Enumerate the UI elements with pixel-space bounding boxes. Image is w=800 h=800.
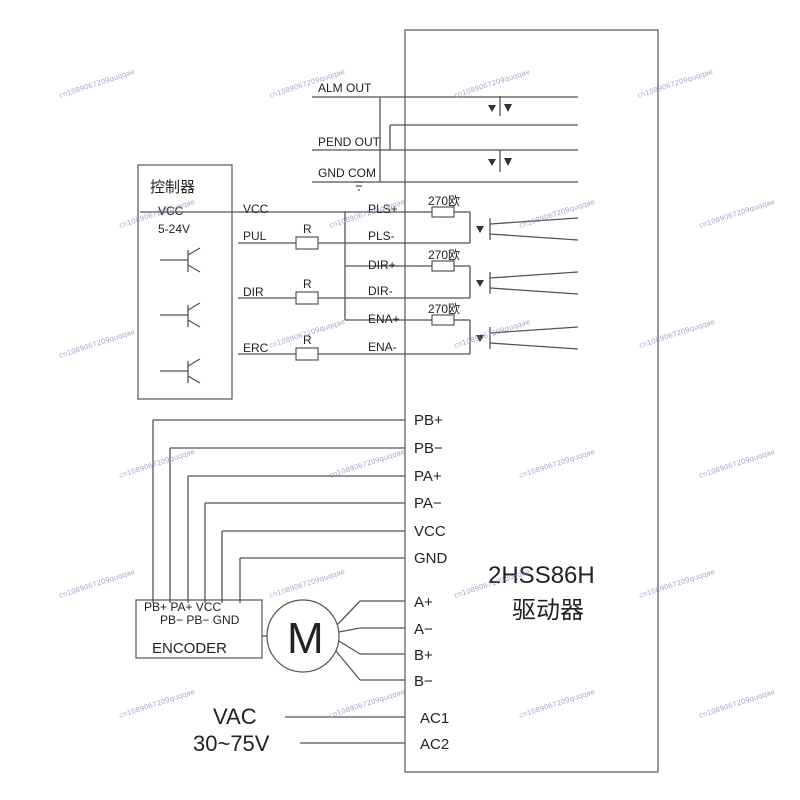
watermark-text: cn1089067209quqqae bbox=[636, 68, 714, 100]
controller-signal-erc: ERC bbox=[243, 341, 269, 355]
driver-input-pls-plus: PLS+ bbox=[368, 202, 398, 216]
alarm-label-gnd-com: GND COM bbox=[318, 166, 376, 180]
motor-terminal-b-minus: B− bbox=[414, 673, 433, 690]
watermark-text: cn1089067209quqqae bbox=[518, 448, 596, 480]
power-terminal-ac1: AC1 bbox=[420, 710, 449, 727]
encoder-terminal-vcc: VCC bbox=[414, 523, 446, 540]
motor-terminal-a-plus: A+ bbox=[414, 594, 433, 611]
resistor-value-dir: 270欧 bbox=[428, 248, 460, 262]
output-optocoupler-2 bbox=[488, 150, 512, 172]
resistor-label-pul: R bbox=[303, 222, 312, 236]
controller-vcc-label: VCC bbox=[158, 204, 184, 218]
watermark-text: cn1089067209quqqae bbox=[518, 198, 596, 230]
watermark-text: cn1089067209quqqae bbox=[118, 688, 196, 720]
watermark-text: cn1089067209quqqae bbox=[698, 688, 776, 720]
controller-signal-vcc: VCC bbox=[243, 202, 269, 216]
encoder-top-labels: PB+ PA+ VCC bbox=[144, 600, 221, 614]
watermark-text: cn1089067209quqqae bbox=[328, 448, 406, 480]
controller-signal-pul: PUL bbox=[243, 229, 267, 243]
transistor-1 bbox=[160, 247, 201, 273]
driver-subtitle: 驱动器 bbox=[512, 597, 584, 624]
input-circuit-pls bbox=[420, 206, 579, 244]
driver-input-ena-minus: ENA- bbox=[368, 340, 397, 354]
watermark-text: cn1089067209quqqae bbox=[58, 328, 136, 360]
resistor-label-erc: R bbox=[303, 333, 312, 347]
motor-symbol: M bbox=[287, 614, 324, 663]
output-optocoupler-1 bbox=[488, 96, 512, 116]
watermark-text: cn1089067209quqqae bbox=[58, 68, 136, 100]
watermark-text: cn1089067209quqqae bbox=[118, 448, 196, 480]
motor-terminal-b-plus: B+ bbox=[414, 647, 433, 664]
input-circuit-ena bbox=[420, 314, 579, 355]
driver-input-ena-plus: ENA+ bbox=[368, 312, 400, 326]
driver-input-dir-plus: DIR+ bbox=[368, 258, 396, 272]
controller-box bbox=[137, 164, 233, 400]
controller-title: 控制器 bbox=[150, 179, 195, 196]
transistor-3 bbox=[160, 358, 201, 384]
input-circuit-dir bbox=[420, 260, 579, 299]
power-range: 30~75V bbox=[193, 731, 270, 756]
resistor-value-pls: 270欧 bbox=[428, 194, 460, 208]
ground-icon bbox=[354, 181, 364, 191]
encoder-terminal-pb-plus: PB+ bbox=[414, 412, 443, 429]
encoder-terminal-pa-minus: PA− bbox=[414, 495, 442, 512]
encoder-name: ENCODER bbox=[152, 640, 227, 657]
driver-input-dir-minus: DIR- bbox=[368, 284, 393, 298]
watermark-text: cn1089067209quqqae bbox=[698, 448, 776, 480]
resistor-label-dir: R bbox=[303, 277, 312, 291]
controller-voltage: 5-24V bbox=[158, 222, 190, 236]
watermark-text: cn1089067209quqqae bbox=[453, 68, 531, 100]
alarm-label-alm-out: ALM OUT bbox=[318, 81, 372, 95]
encoder-box bbox=[135, 599, 263, 659]
transistor-2 bbox=[160, 302, 201, 328]
watermark-text: cn1089067209quqqae bbox=[328, 688, 406, 720]
driver-box bbox=[404, 29, 659, 773]
resistor-dir bbox=[295, 291, 319, 305]
encoder-terminal-pa-plus: PA+ bbox=[414, 468, 442, 485]
watermark-text: cn1089067209quqqae bbox=[638, 568, 716, 600]
resistor-pul bbox=[295, 236, 319, 250]
driver-model: 2HSS86H bbox=[488, 562, 595, 589]
watermark-text: cn1089067209quqqae bbox=[268, 568, 346, 600]
alarm-label-pend-out: PEND OUT bbox=[318, 135, 381, 149]
power-label: VAC bbox=[213, 704, 257, 729]
resistor-value-ena: 270欧 bbox=[428, 302, 460, 316]
resistor-erc bbox=[295, 347, 319, 361]
power-terminal-ac2: AC2 bbox=[420, 736, 449, 753]
watermark-text: cn1089067209quqqae bbox=[698, 198, 776, 230]
watermark-text: cn1089067209quqqae bbox=[638, 318, 716, 350]
driver-input-pls-minus: PLS- bbox=[368, 229, 395, 243]
encoder-terminal-pb-minus: PB− bbox=[414, 440, 443, 457]
watermark-text: cn1089067209quqqae bbox=[518, 688, 596, 720]
encoder-bottom-labels: PB− PB− GND bbox=[160, 613, 240, 627]
controller-signal-dir: DIR bbox=[243, 285, 264, 299]
motor-terminal-a-minus: A− bbox=[414, 621, 433, 638]
encoder-terminal-gnd: GND bbox=[414, 550, 448, 567]
watermark-text: cn1089067209quqqae bbox=[58, 568, 136, 600]
